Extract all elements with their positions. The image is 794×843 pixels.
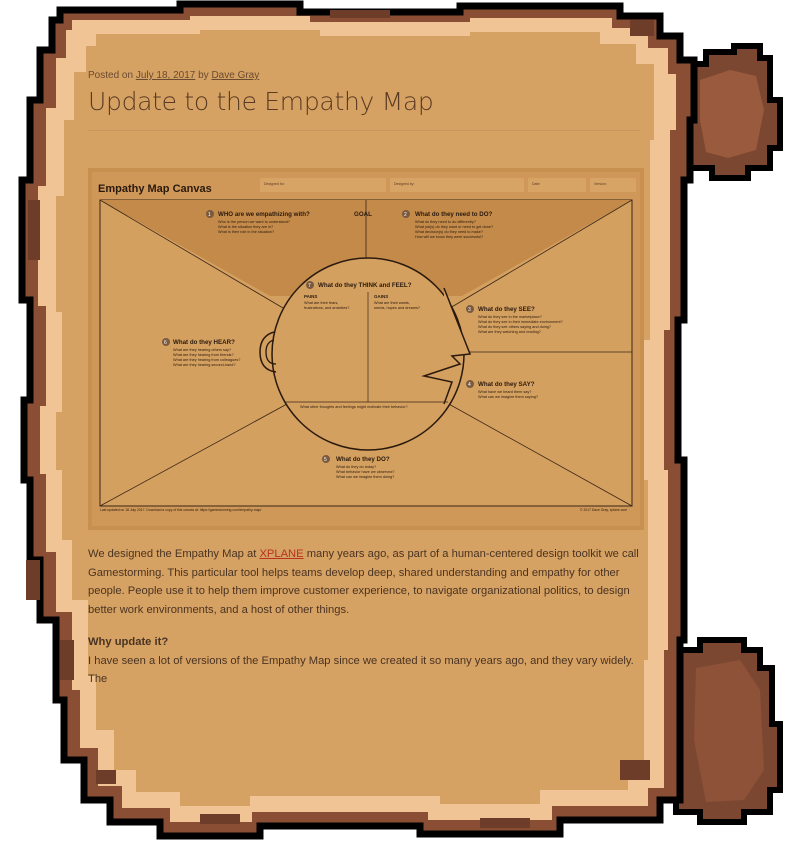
section-num-need: 2 [404, 212, 407, 218]
canvas-footer-right: © 2017 Dave Gray, xplane.com [580, 508, 627, 512]
section-num-see: 3 [468, 307, 471, 313]
section-line: What do they need to do differently? [415, 220, 476, 224]
page-title: Update to the Empathy Map [88, 87, 434, 116]
post-date-link[interactable]: July 18, 2017 [135, 70, 196, 81]
section-title-do: What do they DO? [336, 456, 390, 463]
section-num-think: 7 [308, 283, 311, 289]
field-version: Version: [594, 182, 607, 186]
empathy-map-image: Empathy Map Canvas Designed for: Designe… [88, 168, 644, 530]
section-title-say: What do they SAY? [478, 381, 535, 388]
post-header: Posted on July 18, 2017 by Dave Gray Upd… [88, 70, 648, 131]
field-designed-by: Designed by: [394, 182, 414, 186]
section-line: What decision(s) do they need to make? [415, 230, 483, 234]
why-paragraph: I have seen a lot of versions of the Emp… [88, 654, 634, 686]
gains-title: GAINS [374, 294, 388, 299]
section-line: What have we heard them say? [478, 390, 531, 394]
section-line: What are they hearing second-hand? [173, 363, 235, 367]
intro-text-continued: many years ago, as part of a human-cente… [88, 548, 639, 616]
section-line: What is their role in the situation? [218, 230, 274, 234]
section-heading-why: Why update it? [88, 636, 169, 648]
section-line: How will we know they were successful? [415, 235, 483, 239]
section-line: What are they hearing others say? [173, 348, 231, 352]
section-line: What do they do today? [336, 465, 376, 469]
section-line: What can we imagine them doing? [336, 475, 394, 479]
section-line: What do they see others saying and doing… [478, 325, 551, 329]
gains-line: What are their wants, [374, 301, 410, 305]
intro-text: We designed the Empathy Map at [88, 548, 260, 560]
post-body: We designed the Empathy Map at XPLANE ma… [88, 545, 644, 689]
section-title-hear: What do they HEAR? [173, 339, 235, 346]
section-line: What job(s) do they want or need to get … [415, 225, 493, 229]
section-line: What are they watching and reading? [478, 330, 541, 334]
canvas-title: Empathy Map Canvas [98, 183, 212, 195]
section-num-who: 1 [208, 212, 211, 218]
intro-paragraph: We designed the Empathy Map at XPLANE ma… [88, 545, 644, 619]
section-num-hear: 6 [164, 340, 167, 346]
section-line: What can we imagine them saying? [478, 395, 538, 399]
canvas-footer-left: Last updated on 18 July 2017. Download a… [100, 508, 261, 512]
section-title-see: What do they SEE? [478, 306, 535, 313]
section-title-who: WHO are we empathizing with? [218, 211, 310, 218]
section-line: What are they hearing from colleagues? [173, 358, 240, 362]
section-line: Who is the person we want to understand? [218, 220, 290, 224]
pains-line: What are their fears, [304, 301, 338, 305]
pains-line: frustrations, and anxieties? [304, 306, 349, 310]
meta-by: by [198, 70, 209, 81]
gains-line: needs, hopes and dreams? [374, 306, 420, 310]
section-line: What do they see in the marketplace? [478, 315, 542, 319]
pains-title: PAINS [304, 294, 317, 299]
xplane-link[interactable]: XPLANE [259, 548, 304, 560]
meta-prefix: Posted on [88, 70, 134, 81]
post-meta: Posted on July 18, 2017 by Dave Gray [88, 70, 648, 81]
goal-label: GOAL [354, 211, 372, 218]
section-num-do: 5 [324, 457, 327, 463]
section-line: What behavior have we observed? [336, 470, 394, 474]
title-divider [88, 130, 640, 131]
section-title-need: What do they need to DO? [415, 211, 493, 218]
field-date: Date: [532, 182, 540, 186]
section-title-think: What do they THINK and FEEL? [318, 282, 412, 289]
section-line: What do they see in their immediate envi… [478, 320, 563, 324]
author-link[interactable]: Dave Gray [211, 70, 260, 81]
other-thoughts: What other thoughts and feelings might m… [300, 405, 408, 409]
section-line: What are they hearing from friends? [173, 353, 234, 357]
section-line: What is the situation they are in? [218, 225, 273, 229]
section-num-say: 4 [468, 382, 471, 388]
field-designed-for: Designed for: [264, 182, 285, 186]
